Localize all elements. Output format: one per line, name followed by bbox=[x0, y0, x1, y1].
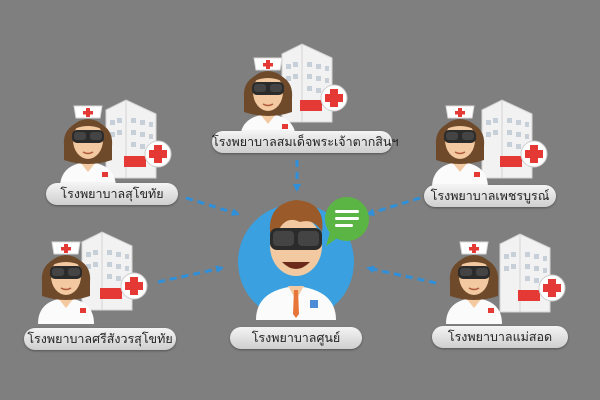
node-left-upper bbox=[59, 99, 172, 189]
center-hub bbox=[238, 197, 369, 320]
node-label-right-lower: โรงพยาบาลแม่สอด bbox=[432, 326, 568, 348]
arrow-from-left-upper bbox=[185, 196, 240, 217]
node-left-lower bbox=[37, 231, 148, 325]
chat-bubble-icon bbox=[325, 197, 369, 246]
doctor-vr-headset-icon bbox=[256, 200, 336, 320]
arrow-from-right-upper bbox=[366, 196, 421, 217]
node-label-right-upper: โรงพยาบาลเพชรบูรณ์ bbox=[424, 185, 556, 207]
nurse-vr-headset-icon bbox=[431, 105, 489, 189]
hospital-building-icon bbox=[481, 99, 548, 179]
arrows-layer bbox=[157, 160, 437, 285]
node-label-left-lower: โรงพยาบาลศรีสังวรสุโขทัย bbox=[24, 328, 176, 350]
node-right-lower bbox=[445, 233, 566, 325]
hospital-building-icon bbox=[105, 99, 172, 179]
node-top-center bbox=[239, 43, 348, 141]
hospital-building-icon bbox=[499, 233, 566, 313]
node-label-top-center: โรงพยาบาลสมเด็จพระเจ้าตากสินฯ bbox=[212, 131, 399, 153]
arrow-from-right-lower bbox=[366, 265, 437, 285]
nurse-vr-headset-icon bbox=[445, 241, 503, 325]
center-label: โรงพยาบาลศูนย์ bbox=[230, 327, 362, 349]
hospital-building-icon bbox=[81, 231, 148, 311]
arrow-from-left-lower bbox=[157, 265, 224, 284]
node-right-upper bbox=[431, 99, 548, 189]
node-label-left-upper: โรงพยาบาลสุโขทัย bbox=[46, 183, 178, 205]
